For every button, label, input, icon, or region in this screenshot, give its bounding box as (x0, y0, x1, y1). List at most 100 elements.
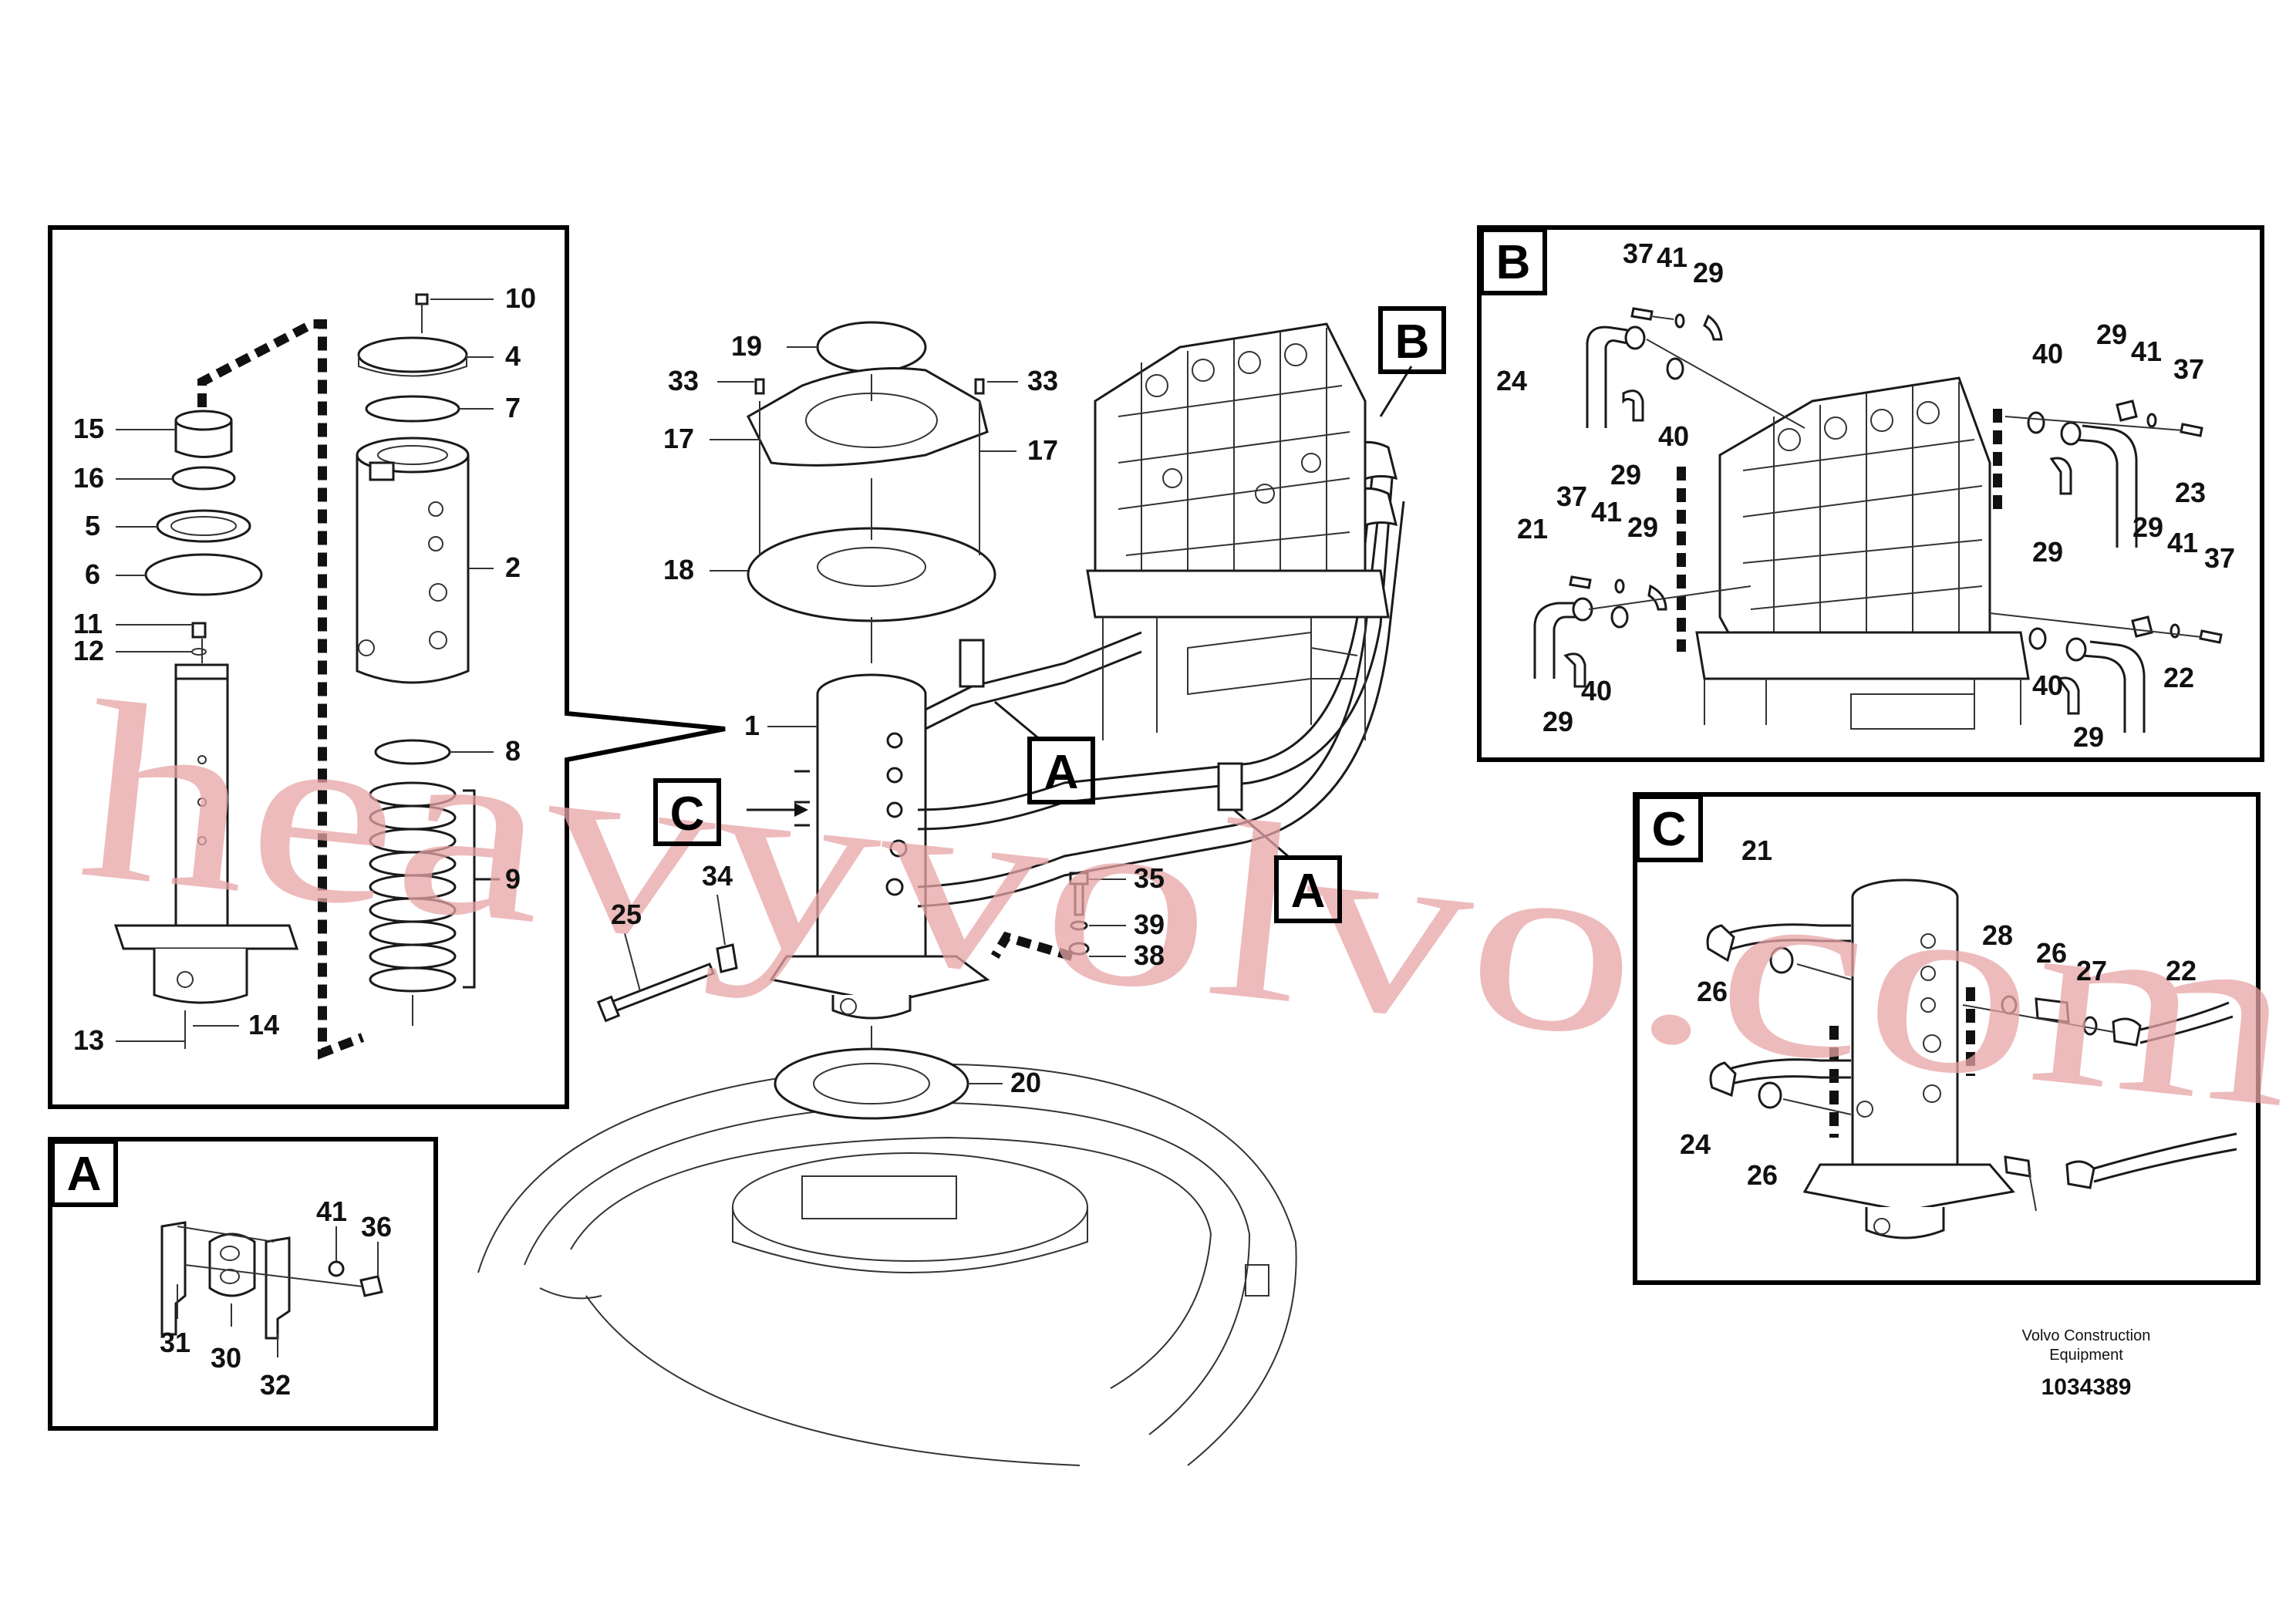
detail-view-b (1477, 225, 2264, 762)
svg-text:C: C (670, 787, 705, 841)
callout-25: 25 (611, 899, 642, 930)
callout-24-b: 24 (1496, 365, 1527, 396)
callout-40-b4: 40 (2032, 669, 2063, 701)
callout-28: 28 (1982, 919, 2013, 951)
callout-40-b1: 40 (1658, 420, 1689, 452)
callout-22-c: 22 (2166, 955, 2197, 986)
callout-35: 35 (1134, 862, 1165, 894)
top-plate-assembly (747, 321, 996, 663)
callout-40-b3: 40 (1581, 675, 1612, 706)
svg-text:A: A (1291, 865, 1326, 918)
callout-33-right: 33 (1027, 365, 1058, 396)
detail-b-label: B (1496, 236, 1531, 289)
callout-18: 18 (663, 554, 694, 585)
seal-plate-20 (774, 1026, 969, 1120)
callout-1: 1 (744, 710, 760, 741)
callout-7: 7 (505, 392, 521, 423)
turntable-ring (477, 1063, 1297, 1466)
callout-41-b3: 41 (1591, 496, 1622, 528)
callout-26-c1: 26 (1697, 976, 1728, 1007)
svg-text:B: B (1395, 315, 1430, 369)
callout-10: 10 (505, 282, 536, 314)
detail-view-a (48, 1137, 438, 1431)
callout-41-a: 41 (316, 1195, 347, 1227)
callout-29-b4: 29 (2032, 536, 2063, 568)
hose-clamp-a1 (959, 639, 985, 688)
clamp-block-30 (208, 1233, 256, 1297)
callout-17-left: 17 (663, 423, 694, 454)
callout-2: 2 (505, 551, 521, 583)
brand-line-2: Equipment (2049, 1347, 2123, 1364)
callout-26-c2: 26 (2036, 937, 2067, 969)
callout-41-b1: 41 (1657, 241, 1687, 273)
swivel-joint-1 (769, 673, 990, 1020)
watermark-text: heavyvolvo.com (69, 649, 2296, 1161)
view-tag-b: B (1378, 306, 1446, 374)
brand-line-1: Volvo Construction (2022, 1327, 2151, 1344)
detail-inset-swivel (48, 225, 726, 1109)
callout-6: 6 (85, 558, 100, 590)
callout-16: 16 (73, 462, 104, 494)
detail-a-label: A (67, 1148, 102, 1201)
callout-29-b8: 29 (2073, 721, 2104, 753)
callout-37-b4: 37 (2204, 542, 2235, 574)
callout-4: 4 (505, 340, 521, 372)
callout-9: 9 (505, 863, 521, 895)
callout-23: 23 (2175, 477, 2206, 508)
callout-5: 5 (85, 510, 100, 541)
o-ring-6 (144, 553, 263, 596)
callout-40-b2: 40 (2032, 338, 2063, 369)
callout-27: 27 (2076, 955, 2107, 986)
callout-30: 30 (211, 1342, 241, 1374)
callout-numbers: 10 4 7 2 8 9 15 16 5 6 11 12 13 14 19 33… (73, 238, 2235, 1401)
shim-17 (747, 367, 989, 467)
callout-8: 8 (505, 735, 521, 767)
clamp-half-31 (160, 1221, 187, 1336)
callout-13: 13 (73, 1024, 104, 1056)
bolt-25 (596, 943, 738, 1023)
callout-41-b2: 41 (2131, 336, 2162, 367)
callout-38: 38 (1134, 939, 1165, 971)
callout-29-b1: 29 (1693, 257, 1724, 288)
callout-15: 15 (73, 413, 104, 444)
seal-stack-9 (369, 781, 457, 993)
callout-31: 31 (160, 1327, 190, 1358)
view-tag-a1: A (1027, 737, 1095, 804)
callout-29-b6: 29 (2132, 511, 2163, 543)
callout-21-b: 21 (1517, 513, 1548, 545)
callout-26-c3: 26 (1747, 1159, 1778, 1191)
callout-37-b2: 37 (2173, 353, 2204, 385)
callout-34: 34 (702, 860, 733, 892)
detail-c-label: C (1652, 803, 1687, 856)
callout-39: 39 (1134, 909, 1165, 940)
callout-12: 12 (73, 635, 104, 666)
callout-19: 19 (731, 330, 762, 362)
detail-view-c (1633, 792, 2261, 1285)
clamp-half-32 (265, 1236, 291, 1340)
callout-11: 11 (73, 608, 103, 639)
callout-36: 36 (361, 1211, 392, 1243)
callout-24-c: 24 (1680, 1128, 1711, 1160)
callout-22-b: 22 (2163, 662, 2194, 693)
callout-29-b2: 29 (1610, 459, 1641, 491)
document-number: 1034389 (2041, 1374, 2132, 1400)
hose-clamp-a2 (1217, 762, 1243, 811)
callout-41-b4: 41 (2167, 527, 2198, 558)
callout-leaders (116, 298, 1126, 1357)
o-ring-16 (171, 466, 236, 491)
snap-ring-19 (816, 321, 927, 373)
callout-17-right: 17 (1027, 434, 1058, 466)
plate-18 (747, 527, 996, 622)
callout-37-b3: 37 (1556, 481, 1587, 512)
callout-29-b5: 29 (1627, 511, 1658, 543)
callout-33-left: 33 (668, 365, 699, 396)
control-valve-main (1086, 322, 1390, 740)
svg-text:A: A (1044, 746, 1079, 799)
callout-29-b3: 29 (2096, 319, 2127, 350)
callout-14: 14 (248, 1009, 279, 1040)
view-tag-c: C (653, 778, 721, 846)
view-tag-leaders (747, 366, 1413, 858)
callout-37-b1: 37 (1623, 238, 1654, 269)
